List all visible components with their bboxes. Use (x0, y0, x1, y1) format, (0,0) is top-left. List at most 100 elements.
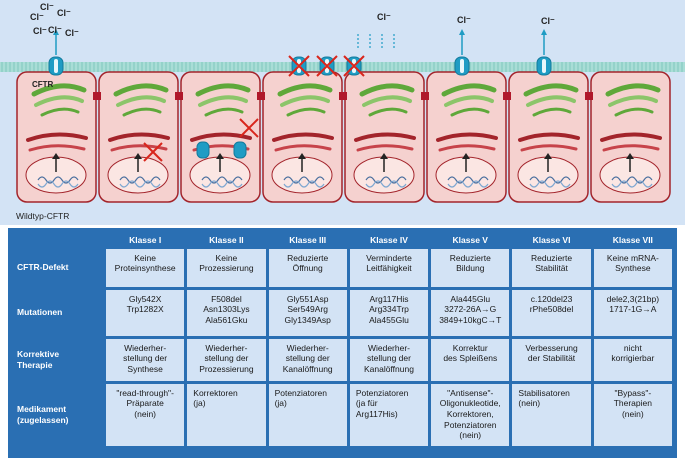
golgi-apparatus (113, 83, 169, 97)
golgi-apparatus (34, 95, 84, 107)
chloride-ion-label: Cl⁻ (40, 2, 54, 12)
chloride-flow-arrow-head (53, 29, 59, 35)
dna-strand (37, 180, 79, 188)
dna-strand (119, 180, 161, 188)
table-cell: Ala445Glu 3272-26A→G 3849+10kgC→T (431, 289, 510, 336)
golgi-apparatus (122, 107, 162, 117)
row-header-mutations: Mutationen (17, 307, 63, 318)
table-cell: Wiederher- stellung der Prozessierung (187, 338, 266, 381)
column-header-class-5: Klasse V (452, 235, 488, 245)
table-cell: dele2,3(21bp) 1717-1G→A (593, 289, 672, 336)
golgi-apparatus (523, 83, 579, 97)
golgi-apparatus (116, 95, 166, 107)
row-header-drug: Medikament (zugelassen) (17, 404, 69, 425)
chloride-flow-arrow-head (459, 29, 465, 35)
endoplasmic-reticulum (600, 132, 662, 142)
table-cell: Gly542X Trp1282X (106, 289, 185, 336)
table-cell: Reduzierte Bildung (431, 248, 510, 287)
golgi-apparatus (195, 83, 251, 97)
table-cell: Wiederher- stellung der Kanalöffnung (349, 338, 429, 381)
dna-strand (611, 176, 653, 184)
chloride-ion-label: Cl⁻ (33, 26, 47, 36)
dna-strand (201, 176, 243, 184)
golgi-apparatus (526, 95, 576, 107)
table-cell: Wiederher- stellung der Synthese (106, 338, 185, 381)
table-cell: Stabilisatoren (nein) (512, 383, 591, 446)
dna-strand (611, 180, 653, 188)
tight-junction (257, 92, 265, 100)
endoplasmic-reticulum (190, 132, 252, 142)
table-cell: c.120del23 rPhe508del (512, 289, 591, 336)
tight-junction (175, 92, 183, 100)
table-cell: Verminderte Leitfähigkeit (349, 248, 429, 287)
cell-illustration: CFTR Wildtyp-CFTR Cl⁻ Cl⁻ Cl⁻ Cl⁻ Cl⁻ Cl… (0, 0, 685, 225)
cftr-label: CFTR (32, 80, 54, 89)
endoplasmic-reticulum (520, 144, 578, 152)
table-cell: F508del Asn1303Lys Ala561Gku (187, 289, 266, 336)
chloride-ion-label: Cl⁻ (541, 16, 555, 26)
dna-strand (447, 176, 489, 184)
table-cell: Keine Proteinsynthese (106, 248, 185, 287)
golgi-apparatus (444, 95, 494, 107)
cftr-class-table: Klasse I Klasse II Klasse III Klasse IV … (8, 228, 677, 458)
dna-strand (365, 180, 407, 188)
dna-strand (529, 176, 571, 184)
corner-cell (15, 235, 103, 246)
endoplasmic-reticulum (274, 144, 332, 152)
endoplasmic-reticulum (108, 132, 170, 142)
golgi-apparatus (204, 107, 244, 117)
table-cell: Verbesserung der Stabilität (512, 338, 591, 381)
column-header-class-1: Klasse I (129, 235, 162, 245)
tight-junction (339, 92, 347, 100)
golgi-apparatus (441, 83, 497, 97)
row-header-therapy: Korrektive Therapie (17, 349, 60, 370)
table-cell: Potenziatoren (ja für Arg117His) (349, 383, 429, 446)
table-cell: Gly551Asp Ser549Arg Gly1349Asp (268, 289, 347, 336)
cftr-pore (54, 59, 58, 73)
chloride-ion-label: Cl⁻ (57, 8, 71, 18)
column-header-class-7: Klasse VII (612, 235, 653, 245)
transport-arrow-head (298, 153, 306, 159)
golgi-apparatus (450, 107, 490, 117)
golgi-apparatus (605, 83, 661, 97)
column-header-class-2: Klasse II (209, 235, 244, 245)
table-cell: Potenziatoren (ja) (268, 383, 347, 446)
endoplasmic-reticulum (602, 144, 660, 152)
golgi-apparatus (368, 107, 408, 117)
golgi-apparatus (31, 83, 87, 97)
chloride-ion-label: Cl⁻ (65, 28, 79, 38)
table-row: CFTR-Defekt Keine Proteinsynthese Keine … (15, 248, 672, 287)
endoplasmic-reticulum (438, 144, 496, 152)
table-row: Korrektive Therapie Wiederher- stellung … (15, 338, 672, 381)
transport-arrow-head (544, 153, 552, 159)
table-cell: Reduzierte Öffnung (268, 248, 347, 287)
dna-strand (447, 180, 489, 188)
endoplasmic-reticulum (28, 144, 86, 152)
tight-junction (503, 92, 511, 100)
table-cell: Korrektur des Spleißens (431, 338, 510, 381)
column-header-class-3: Klasse III (289, 235, 327, 245)
blocked-channel-cross (288, 55, 310, 77)
tight-junction (421, 92, 429, 100)
misfolded-cftr-icon (196, 141, 210, 159)
dna-strand (365, 176, 407, 184)
table-cell: nicht korrigierbar (593, 338, 672, 381)
dna-strand (529, 180, 571, 188)
table-cell: Wiederher- stellung der Kanalöffnung (268, 338, 347, 381)
golgi-apparatus (614, 107, 654, 117)
golgi-apparatus (359, 83, 415, 97)
transport-arrow-head (134, 153, 142, 159)
blocked-channel-cross (343, 55, 365, 77)
table-cell: Keine mRNA- Synthese (593, 248, 672, 287)
table-cell: "Antisense"- Oligonukleotide, Korrektore… (431, 383, 510, 446)
wildtype-caption: Wildtyp-CFTR (16, 211, 70, 221)
chloride-flow-arrow-head (541, 29, 547, 35)
table-cell: Reduzierte Stabilität (512, 248, 591, 287)
dna-strand (283, 180, 325, 188)
golgi-apparatus (362, 95, 412, 107)
column-header-class-4: Klasse IV (370, 235, 408, 245)
cftr-pore (460, 59, 464, 73)
cftr-pore (542, 59, 546, 73)
chloride-ion-label: Cl⁻ (30, 12, 44, 22)
misfolded-protein-cross (239, 118, 259, 138)
